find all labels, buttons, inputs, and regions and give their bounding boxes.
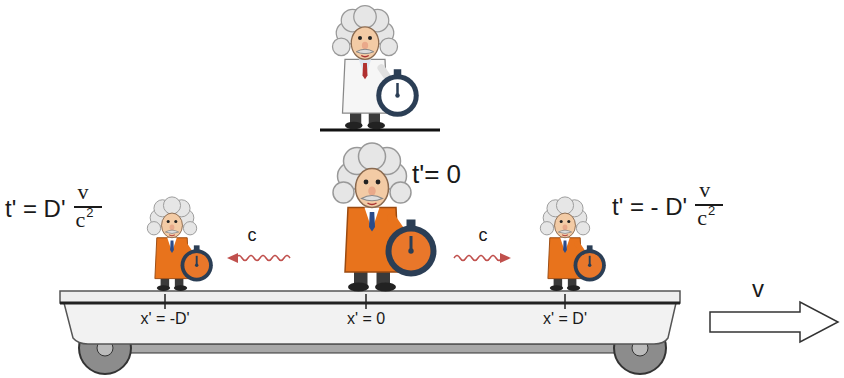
position-label: x' = 0: [347, 310, 385, 328]
velocity-label: v: [752, 276, 764, 302]
fraction-denominator: c: [76, 208, 86, 232]
position-label: x' = D': [543, 310, 587, 328]
fraction-numerator: v: [78, 180, 89, 204]
light-speed-label: c: [479, 226, 488, 246]
exponent: 2: [708, 204, 715, 218]
fraction-bar: [695, 204, 723, 206]
light-speed-label: c: [248, 226, 257, 246]
time-label: t' = D': [5, 196, 66, 222]
exponent: 2: [86, 206, 93, 220]
fraction-numerator: v: [699, 178, 710, 202]
fraction-bar: [74, 206, 102, 208]
time-label: t'= 0: [412, 160, 461, 189]
position-label: x' = -D': [140, 310, 189, 328]
fraction-denominator: c: [697, 206, 707, 230]
time-label: t' = - D': [612, 194, 687, 220]
